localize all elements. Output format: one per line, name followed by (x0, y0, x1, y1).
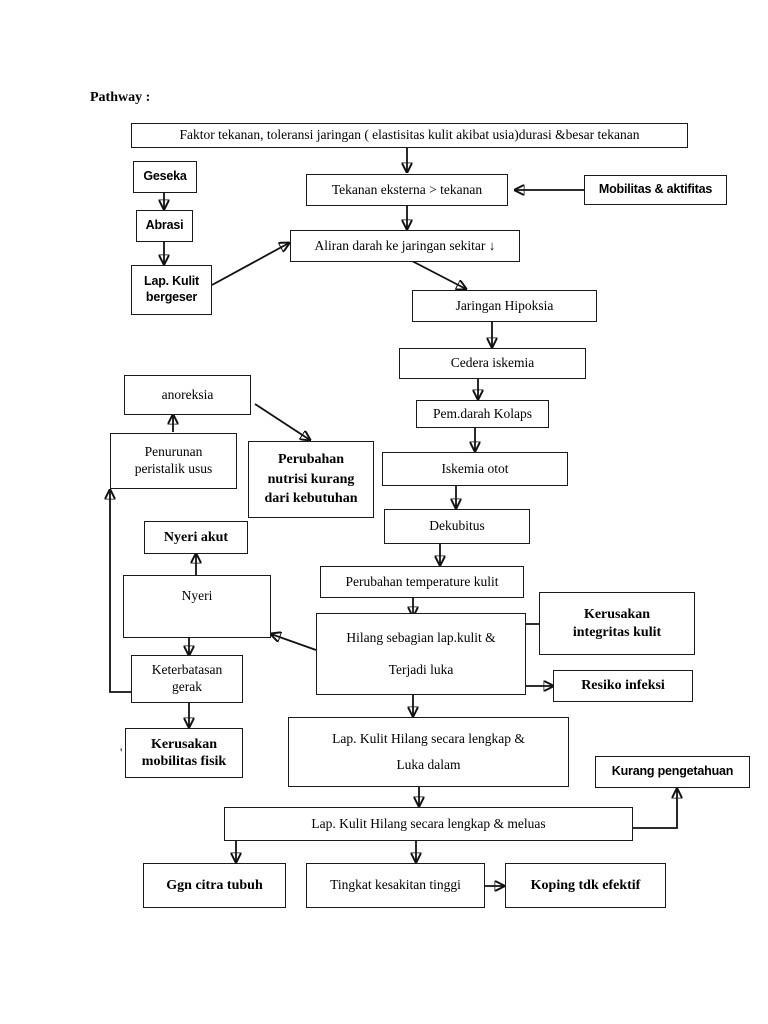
edge-meluas-to-pengetahuan (633, 789, 677, 829)
edge-keterbatasan-to-peristalik (110, 490, 131, 693)
node-iskemia-otot-label: Iskemia otot (441, 460, 509, 476)
edge-lapkulit-to-aliran (211, 243, 289, 286)
node-tingkat-kesakitan-tinggi[interactable]: Tingkat kesakitan tinggi (306, 863, 485, 908)
node-perubahan-nutrisi[interactable]: Perubahan nutrisi kurang dari kebutuhan (248, 441, 374, 518)
node-lap-kulit-hilang-meluas[interactable]: Lap. Kulit Hilang secara lengkap & melua… (224, 807, 633, 841)
node-penurunan-peristalik-label-line2: peristalik usus (134, 461, 213, 476)
node-mobilitas-aktifitas[interactable]: Mobilitas & aktifitas (584, 175, 727, 205)
node-koping-tdk-efektif-label: Koping tdk efektif (530, 877, 641, 893)
node-hilang-sebagian-label-line1: Hilang sebagian lap.kulit & (346, 629, 496, 645)
node-jaringan-hipoksia[interactable]: Jaringan Hipoksia (412, 290, 597, 322)
node-geseka-label: Geseka (143, 169, 187, 184)
node-lap-kulit-hilang-label-line2: Luka dalam (396, 756, 461, 772)
node-hilang-sebagian-label-line2: Terjadi luka (388, 661, 454, 677)
node-anoreksia[interactable]: anoreksia (124, 375, 251, 415)
node-tingkat-kesakitan-label: Tingkat kesakitan tinggi (330, 877, 461, 893)
node-penurunan-peristalik-usus[interactable]: Penurunan peristalik usus (110, 433, 237, 489)
node-lap-kulit-hilang-label-line1: Lap. Kulit Hilang secara lengkap & (332, 730, 525, 746)
node-perubahan-temperature-label: Perubahan temperature kulit (345, 573, 499, 589)
node-nyeri-akut[interactable]: Nyeri akut (144, 521, 248, 554)
node-faktor-tekanan-label: Faktor tekanan, toleransi jaringan ( ela… (179, 127, 640, 143)
edge-anoreksia-to-nutrisi (254, 403, 310, 440)
node-pem-darah-kolaps[interactable]: Pem.darah Kolaps (416, 400, 549, 428)
node-kurang-pengetahuan[interactable]: Kurang pengetahuan (595, 756, 750, 788)
node-geseka[interactable]: Geseka (133, 161, 197, 193)
page-title: Pathway : (90, 90, 151, 105)
node-kerusakan-integritas-label-line1: Kerusakan (583, 607, 651, 622)
node-perubahan-nutrisi-label-line2: nutrisi kurang (267, 471, 355, 487)
edge-aliran-to-hipoksia (411, 260, 466, 289)
node-mobilitas-aktifitas-label: Mobilitas & aktifitas (598, 182, 713, 197)
node-keterbatasan-gerak-label-line2: gerak (172, 679, 202, 694)
node-kerusakan-mobilitas-label-line1: Kerusakan (150, 736, 218, 752)
node-nyeri[interactable]: Nyeri (123, 575, 271, 638)
node-anoreksia-label: anoreksia (161, 386, 214, 402)
node-aliran-darah-label: Aliran darah ke jaringan sekitar ↓ (314, 237, 496, 253)
node-aliran-darah[interactable]: Aliran darah ke jaringan sekitar ↓ (290, 230, 520, 262)
node-lap-kulit-bergeser-label-line1: Lap. Kulit (144, 274, 199, 289)
node-dekubitus[interactable]: Dekubitus (384, 509, 530, 544)
node-ggn-citra-tubuh-label: Ggn citra tubuh (166, 877, 263, 893)
node-cedera-iskemia[interactable]: Cedera iskemia (399, 348, 586, 379)
node-pem-darah-kolaps-label: Pem.darah Kolaps (433, 405, 532, 421)
edge-hilang-to-nyeri (271, 634, 317, 651)
stray-apostrophe-mark: ' (120, 745, 123, 760)
node-lap-kulit-bergeser[interactable]: Lap. Kulit bergeser (131, 265, 212, 315)
node-koping-tdk-efektif[interactable]: Koping tdk efektif (505, 863, 666, 908)
node-kerusakan-mobilitas-label-line2: mobilitas fisik (141, 754, 227, 769)
node-cedera-iskemia-label: Cedera iskemia (450, 355, 535, 371)
node-abrasi-label: Abrasi (145, 218, 184, 233)
node-perubahan-temperature-kulit[interactable]: Perubahan temperature kulit (320, 566, 524, 598)
node-dekubitus-label: Dekubitus (429, 518, 485, 534)
node-faktor-tekanan[interactable]: Faktor tekanan, toleransi jaringan ( ela… (131, 123, 688, 148)
node-lap-kulit-hilang-meluas-label: Lap. Kulit Hilang secara lengkap & melua… (311, 815, 546, 831)
node-nyeri-akut-label: Nyeri akut (163, 529, 229, 545)
node-kerusakan-mobilitas-fisik[interactable]: Kerusakan mobilitas fisik (125, 728, 243, 778)
node-penurunan-peristalik-label-line1: Penurunan (144, 444, 203, 460)
node-tekanan-eksterna-label: Tekanan eksterna > tekanan (331, 181, 483, 197)
node-kerusakan-integritas-kulit[interactable]: Kerusakan integritas kulit (539, 592, 695, 655)
node-perubahan-nutrisi-label-line3: dari kebutuhan (264, 491, 358, 507)
node-resiko-infeksi-label: Resiko infeksi (581, 678, 665, 694)
node-keterbatasan-gerak[interactable]: Keterbatasan gerak (131, 655, 243, 703)
node-abrasi[interactable]: Abrasi (136, 210, 193, 242)
node-keterbatasan-gerak-label-line1: Keterbatasan (151, 662, 223, 678)
node-perubahan-nutrisi-label-line1: Perubahan (277, 452, 345, 468)
node-kurang-pengetahuan-label: Kurang pengetahuan (611, 764, 734, 779)
node-lap-kulit-bergeser-label-line2: bergeser (145, 290, 198, 304)
node-lap-kulit-hilang-luka-dalam[interactable]: Lap. Kulit Hilang secara lengkap & Luka … (288, 717, 569, 787)
node-resiko-infeksi[interactable]: Resiko infeksi (553, 670, 693, 702)
node-ggn-citra-tubuh[interactable]: Ggn citra tubuh (143, 863, 286, 908)
node-tekanan-eksterna[interactable]: Tekanan eksterna > tekanan (306, 174, 508, 206)
node-iskemia-otot[interactable]: Iskemia otot (382, 452, 568, 486)
node-kerusakan-integritas-label-line2: integritas kulit (572, 624, 662, 640)
node-hilang-sebagian-lapkulit[interactable]: Hilang sebagian lap.kulit & Terjadi luka (316, 613, 526, 695)
node-jaringan-hipoksia-label: Jaringan Hipoksia (455, 297, 554, 313)
node-nyeri-label: Nyeri (181, 588, 213, 603)
